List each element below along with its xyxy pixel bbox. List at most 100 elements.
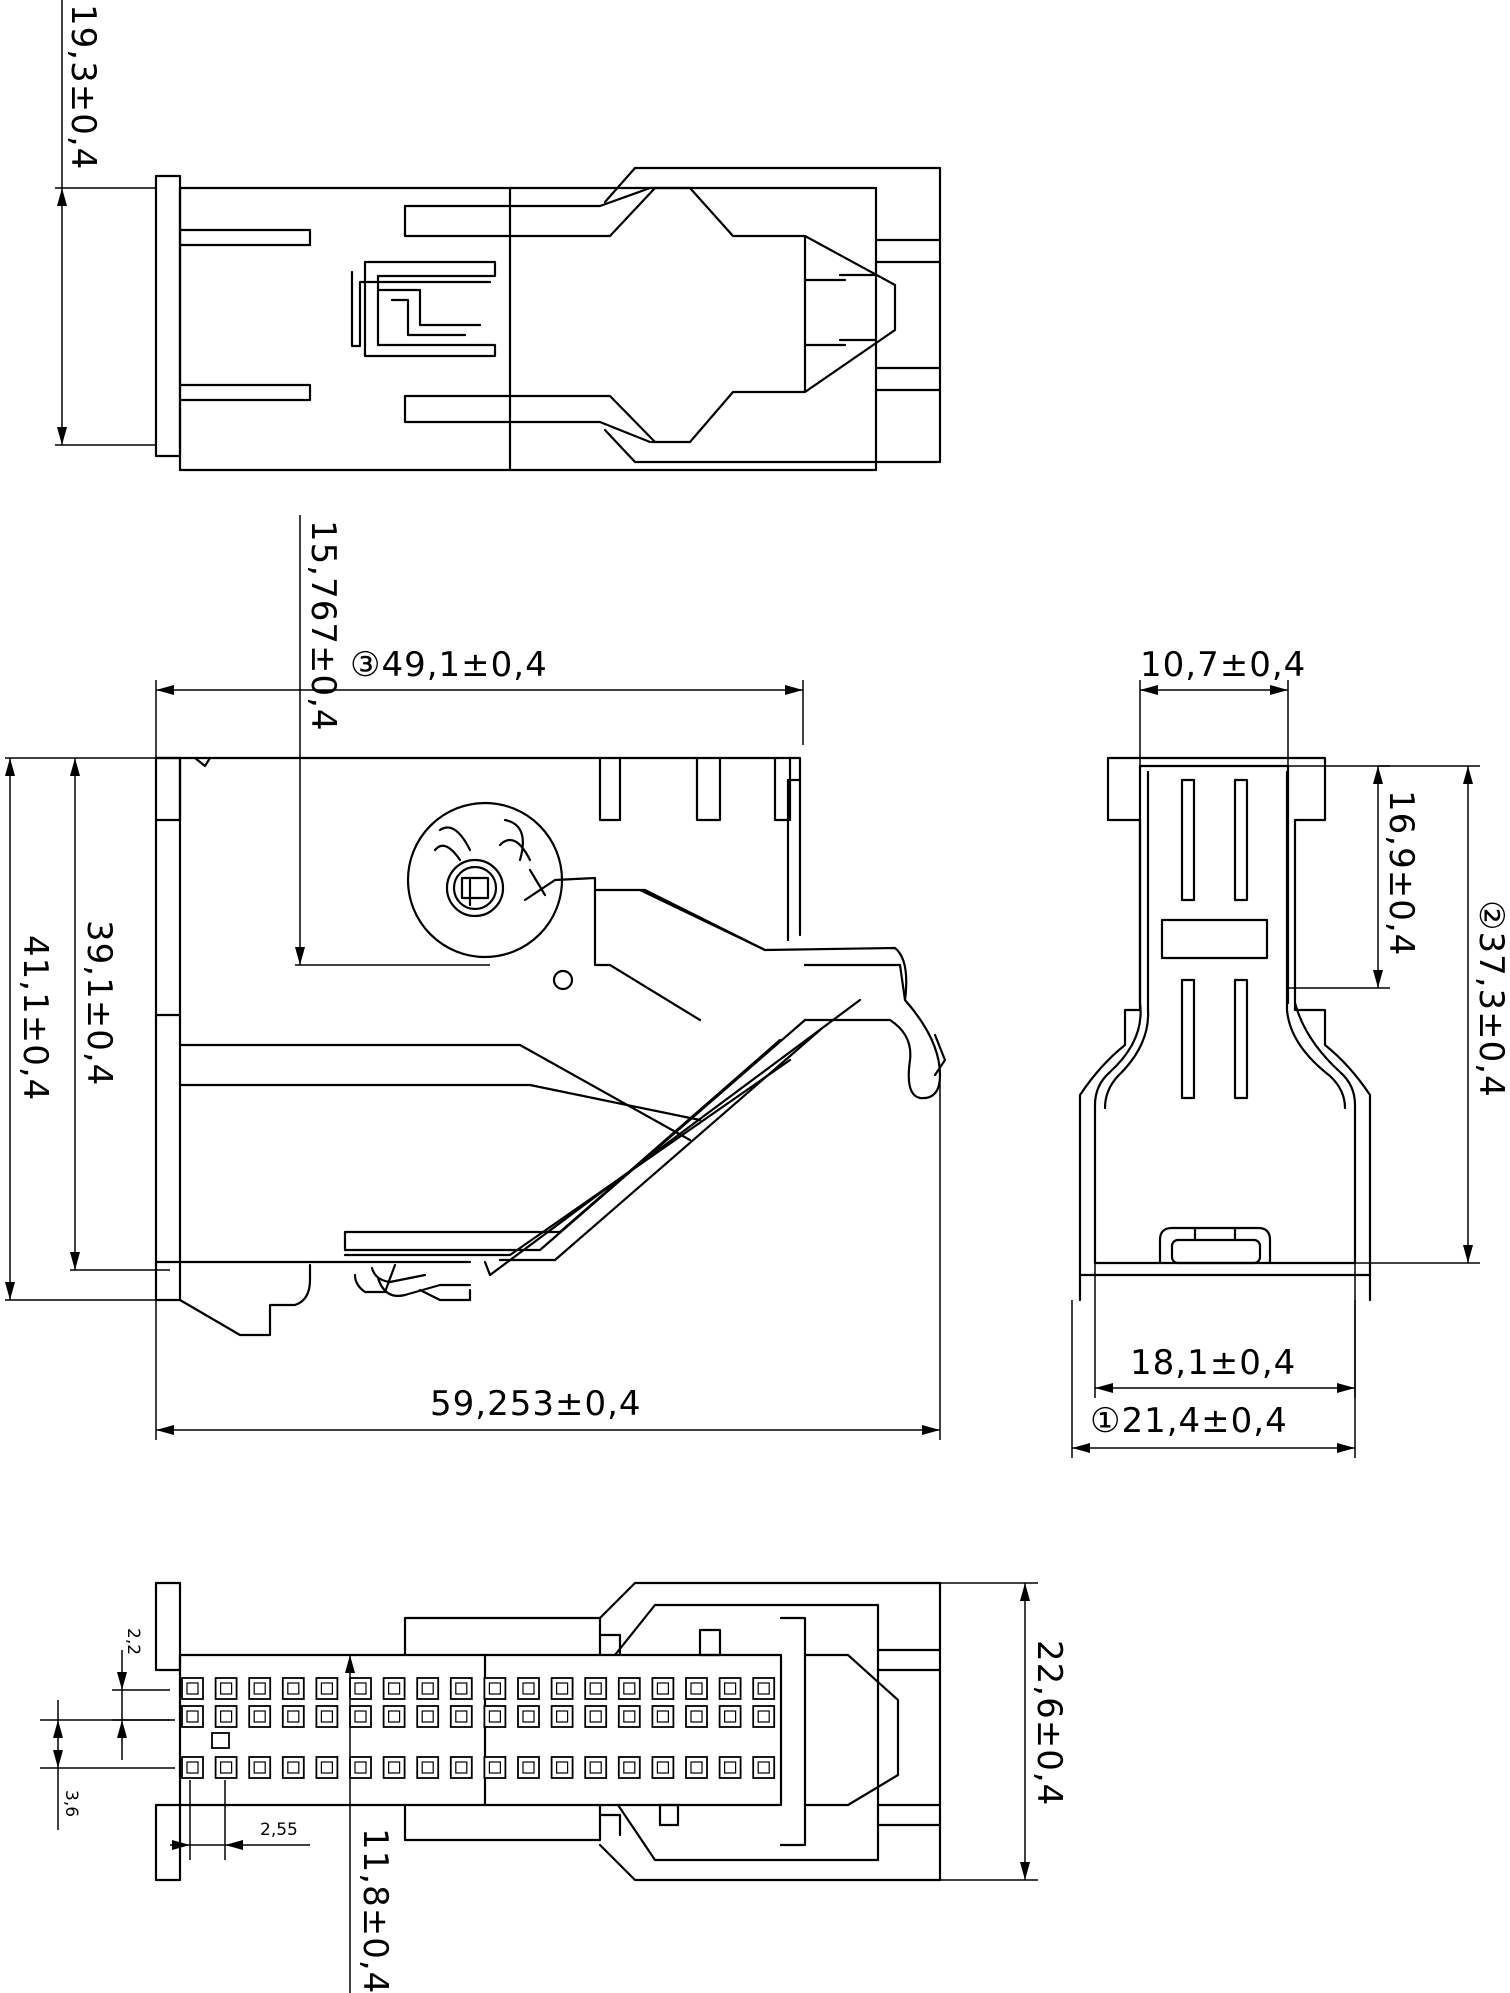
pin-cell: [349, 1677, 372, 1700]
pin-cell: [584, 1756, 608, 1779]
pin-cell: [248, 1756, 272, 1779]
pin-cell: [517, 1705, 540, 1728]
pin-cell: [315, 1756, 339, 1779]
pin-grid: [181, 1677, 776, 1779]
pin-cell: [685, 1756, 708, 1779]
pin-cell-inner: [690, 1761, 703, 1774]
pin-cell: [718, 1705, 742, 1728]
pin-cell: [752, 1756, 776, 1779]
pin-cell-inner: [421, 1710, 434, 1723]
pin-cell-inner: [320, 1682, 333, 1695]
pin-cell-inner: [186, 1761, 199, 1774]
pin-cell-inner: [488, 1761, 501, 1774]
pin-cell-inner: [186, 1710, 199, 1723]
pin-cell: [685, 1705, 708, 1728]
end-upper-height-dim: 16,9±0,4: [1381, 790, 1421, 956]
pin-cell: [416, 1705, 440, 1728]
pin-cell-inner: [354, 1710, 367, 1723]
pin-cell-inner: [220, 1682, 233, 1695]
pin-cell-inner: [388, 1682, 401, 1695]
pin-cell: [449, 1756, 473, 1779]
end-view: 10,7±0,4 16,9±0,4 ②37,3±0,4 18,1±0,4 ①21…: [1071, 645, 1510, 1458]
pin-cell: [617, 1756, 641, 1779]
pin-cell-inner: [623, 1682, 636, 1695]
side-height-inner-dim: 39,1±0,4: [79, 920, 119, 1086]
pin-cell-inner: [455, 1761, 468, 1774]
pin-cell: [685, 1677, 708, 1700]
pin-cell: [483, 1705, 507, 1728]
pin-cell-inner: [488, 1682, 501, 1695]
side-offset-dim: 15,767±0,4: [303, 520, 343, 732]
pin-cell: [214, 1756, 238, 1779]
pin-cell-inner: [287, 1710, 300, 1723]
bottom-half-width-dim: 11,8±0,4: [355, 1828, 395, 1993]
pin-cell: [315, 1705, 339, 1728]
pin-cell: [584, 1705, 608, 1728]
end-inner-width-dim: 18,1±0,4: [1130, 1343, 1296, 1383]
bottom-total-width-dim: 22,6±0,4: [1029, 1640, 1069, 1806]
pin-cell-inner: [555, 1682, 569, 1695]
pin-cell-inner: [388, 1710, 401, 1723]
pin-cell: [517, 1677, 540, 1700]
pin-cell-inner: [253, 1682, 266, 1695]
pin-cell-inner: [320, 1710, 333, 1723]
end-total-height-dim: ②37,3±0,4: [1471, 900, 1510, 1098]
pin-cell-inner: [723, 1682, 737, 1695]
end-top-width-dim: 10,7±0,4: [1140, 645, 1306, 685]
pin-cell-inner: [690, 1682, 703, 1695]
pin-cell-inner: [589, 1682, 602, 1695]
pin-cell: [449, 1677, 473, 1700]
pin-cell-inner: [757, 1761, 770, 1774]
pin-cell-inner: [421, 1761, 434, 1774]
pin-cell: [483, 1677, 507, 1700]
top-height-dim: 19,3±0,4: [63, 4, 103, 170]
pin-cell: [752, 1705, 776, 1728]
pin-cell-inner: [522, 1761, 535, 1774]
coding-key: [211, 1732, 230, 1749]
pin-cell: [617, 1677, 641, 1700]
pin-cell: [651, 1756, 675, 1779]
pin-cell: [550, 1677, 574, 1700]
pin-cell-inner: [253, 1710, 266, 1723]
pin-cell-inner: [757, 1710, 770, 1723]
pin-cell: [416, 1677, 440, 1700]
bottom-row-pitch-dim: 2,2: [123, 1628, 143, 1655]
pin-cell: [281, 1705, 305, 1728]
top-view: 19,3±0,4: [55, 0, 942, 472]
bottom-row-gap-dim: 3,6: [61, 1790, 81, 1817]
pin-cell: [651, 1677, 675, 1700]
pin-cell-inner: [354, 1682, 367, 1695]
side-height-outer-dim: 41,1±0,4: [15, 935, 55, 1101]
pin-cell-inner: [723, 1761, 737, 1774]
pin-cell-inner: [555, 1710, 569, 1723]
pin-cell-inner: [320, 1761, 333, 1774]
pin-cell: [181, 1677, 204, 1700]
pin-cell-inner: [555, 1761, 569, 1774]
pin-cell: [550, 1756, 574, 1779]
pin-cell-inner: [388, 1761, 401, 1774]
pin-cell: [718, 1677, 742, 1700]
pin-cell-inner: [186, 1682, 199, 1695]
pin-cell-inner: [656, 1682, 670, 1695]
pin-cell-inner: [522, 1710, 535, 1723]
pin-cell-inner: [723, 1710, 737, 1723]
pin-cell: [584, 1677, 608, 1700]
pin-cell-inner: [589, 1710, 602, 1723]
pin-cell: [214, 1677, 238, 1700]
bottom-col-pitch-dim: 2,55: [260, 1820, 298, 1840]
pin-cell: [449, 1705, 473, 1728]
pin-cell: [416, 1756, 440, 1779]
pin-cell-inner: [623, 1761, 636, 1774]
pin-cell: [181, 1705, 204, 1728]
pin-cell-inner: [253, 1761, 266, 1774]
pin-cell-inner: [287, 1761, 300, 1774]
pin-cell: [214, 1705, 238, 1728]
pin-cell: [752, 1677, 776, 1700]
pin-cell-inner: [220, 1710, 233, 1723]
pin-cell-inner: [220, 1761, 233, 1774]
pin-cell: [718, 1756, 742, 1779]
bottom-view: 2,2 3,6 2,55 11,8±0,4 22,6±0,4: [40, 1581, 1069, 1993]
pin-cell: [181, 1756, 204, 1779]
pin-cell: [651, 1705, 675, 1728]
